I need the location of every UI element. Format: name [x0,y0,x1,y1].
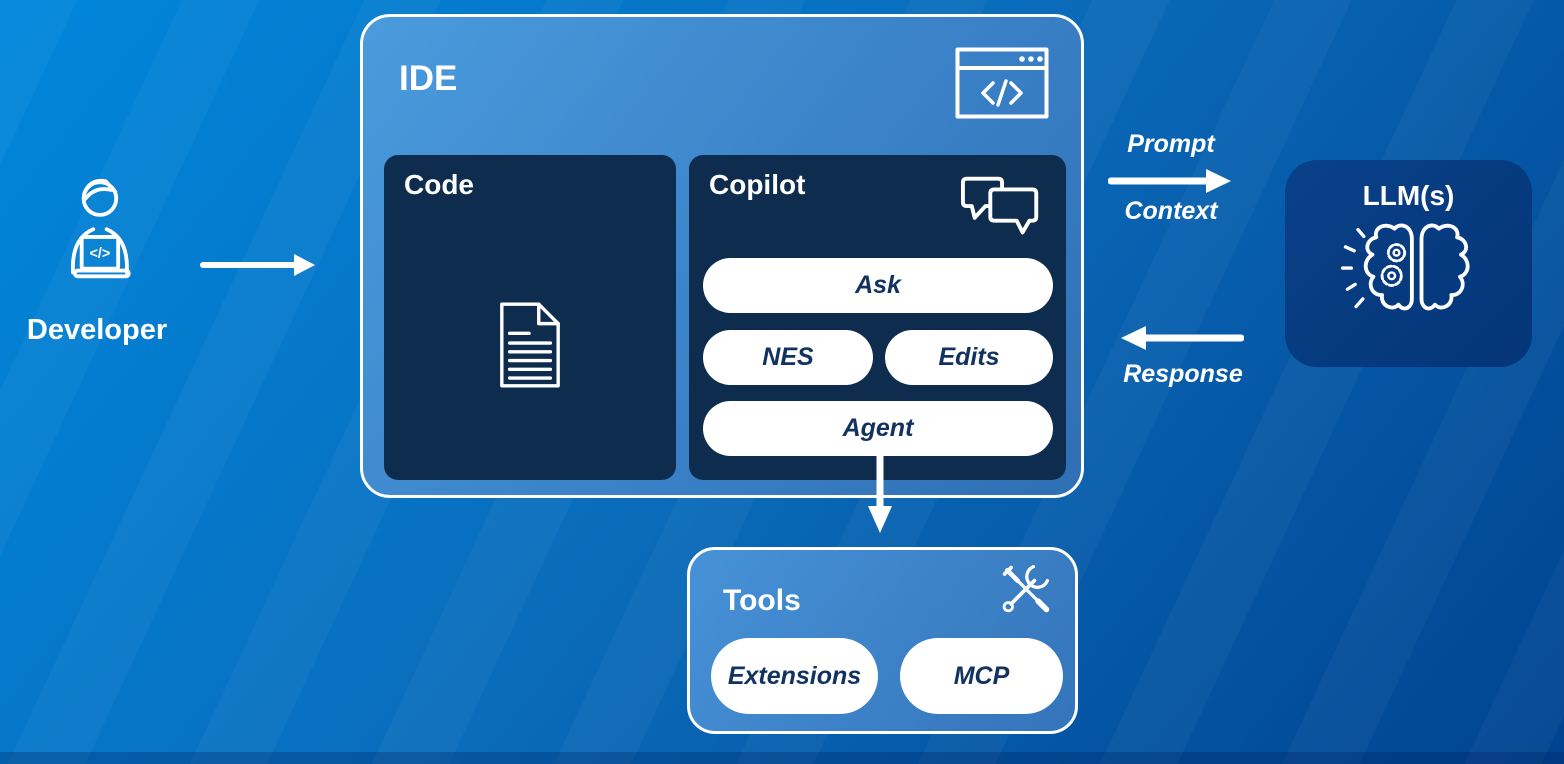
tools-pill-mcp: MCP [900,638,1063,714]
context-flow-label: Context [1124,197,1218,225]
copilot-mode-pill-ask: Ask [703,258,1053,313]
copilot-mode-pill-agent: Agent [703,401,1053,456]
tools-container: Tools Extensions MCP [687,547,1078,734]
developer-label: Developer [26,314,168,346]
copilot-mode-pill-nes: NES [703,330,873,385]
tools-title: Tools [723,584,801,617]
response-flow-label: Response [1123,360,1243,388]
tools-pill-extensions: Extensions [711,638,878,714]
code-panel: Code [384,155,676,480]
document-icon [500,302,560,388]
browser-code-window-icon [955,47,1049,119]
agent-to-tools-arrow [868,453,892,533]
svg-text:</>: </> [90,246,111,262]
copilot-panel-title: Copilot [709,169,806,200]
developer-at-laptop-icon: </> [71,178,131,279]
brain-gears-icon [1340,223,1470,311]
chat-bubbles-icon [960,176,1039,235]
code-panel-title: Code [404,169,474,200]
ide-container: IDE Code [360,14,1084,498]
copilot-mode-pill-edits: Edits [885,330,1053,385]
ide-title: IDE [399,59,458,98]
llm-container: LLM(s) [1285,160,1532,367]
llm-to-ide-arrow [1121,326,1244,350]
developer-to-ide-arrow [200,254,315,276]
ide-to-llm-arrow [1108,169,1231,193]
bottom-accent-band [0,752,1564,764]
llm-title: LLM(s) [1362,180,1455,211]
prompt-flow-label: Prompt [1127,130,1215,158]
crossed-tools-icon [1002,565,1050,613]
copilot-panel: Copilot Ask NES Edits Agent [689,155,1066,480]
